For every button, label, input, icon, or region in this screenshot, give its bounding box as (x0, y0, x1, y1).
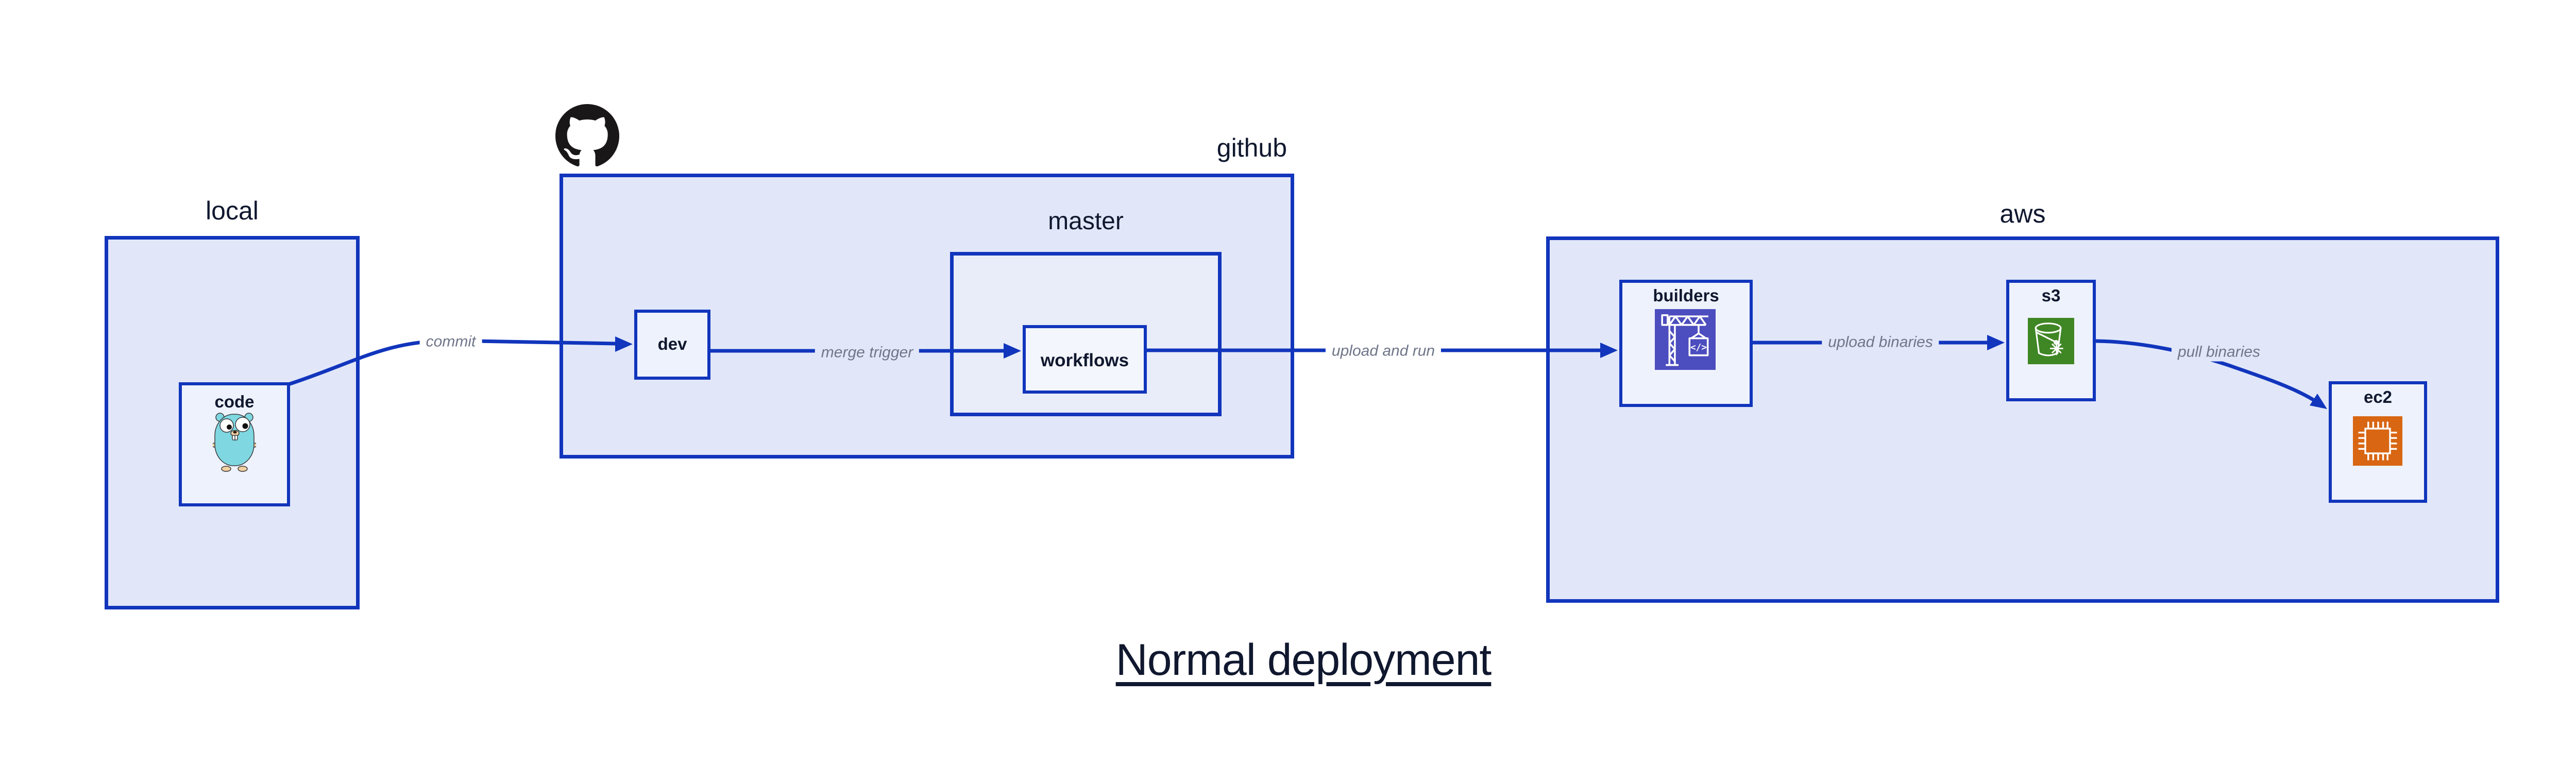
node-dev (634, 310, 710, 380)
crane-codebuild-icon: </> (1655, 309, 1716, 370)
node-builders (1619, 280, 1753, 407)
node-workflows (1023, 325, 1147, 394)
github-octocat-icon (555, 104, 619, 166)
group-local-label: local (206, 196, 259, 225)
group-aws-label: aws (1999, 199, 2046, 228)
diagram-title: Normal deployment (1115, 635, 1492, 685)
node-dev-label: dev (657, 334, 687, 353)
node-code-label: code (214, 392, 255, 411)
s3-bucket-icon (2028, 318, 2074, 364)
go-gopher-icon (213, 413, 256, 472)
edge-pull-binaries-label: pull binaries (2171, 342, 2267, 362)
edge-merge-trigger-label: merge trigger (815, 343, 920, 362)
group-master-label: master (1048, 208, 1124, 235)
edge-commit-label: commit (419, 332, 482, 351)
node-builders-label: builders (1653, 286, 1719, 305)
ec2-chip-icon (2353, 416, 2402, 466)
edge-upload-binaries-label: upload binaries (1822, 332, 1939, 352)
group-github-label: github (1216, 133, 1287, 162)
node-s3-label: s3 (2041, 286, 2061, 305)
edge-upload-and-run-label: upload and run (1325, 341, 1442, 361)
builders-code-glyph: </> (1690, 343, 1707, 353)
node-workflows-label: workflows (1040, 350, 1129, 370)
node-ec2-label: ec2 (2363, 387, 2393, 406)
